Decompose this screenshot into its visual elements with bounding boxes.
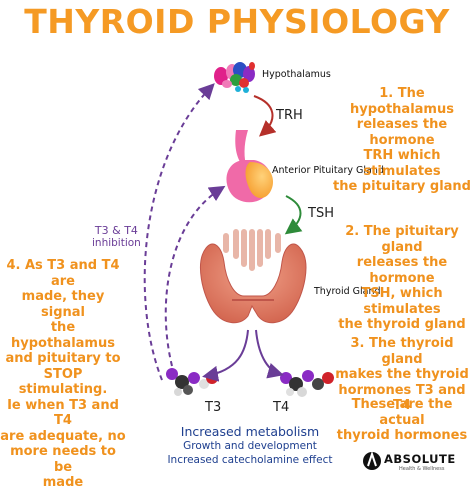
step-4-line: and pituitary to <box>5 351 121 366</box>
step-2-line: TSH, which stimulates <box>361 286 443 317</box>
step-4-line: STOP stimulating. <box>18 366 108 398</box>
inhibition-label: T3 & T4 inhibition <box>92 224 141 250</box>
step-2-line: releases the hormone <box>356 255 448 286</box>
effects-heading: Increased metabolism <box>180 424 320 439</box>
logo-name: ABSOLUTE <box>384 452 456 466</box>
logo-tagline: Health & Wellness <box>399 466 445 472</box>
thyroid-to-t3-arrow <box>202 329 249 382</box>
pituitary-illustration <box>226 130 274 203</box>
step-3b-line: thyroid hormones <box>336 428 468 443</box>
step-4-line: made <box>42 475 84 490</box>
step-1-text: 1. The hypothalamus releases the hormone… <box>330 86 474 195</box>
step-4-text: 4. As T3 and T4 are made, they signal th… <box>0 258 126 491</box>
step-3-text: 3. The thyroid gland makes the thyroid h… <box>334 336 470 414</box>
step-3-line: hormones T3 and T4 <box>338 382 466 414</box>
step-3-line: makes the thyroid <box>335 367 469 382</box>
thyroid-illustration <box>200 229 307 324</box>
hypothalamus-label: Hypothalamus <box>262 69 331 80</box>
t4-molecule <box>280 370 334 397</box>
step-4-line: Ie when T3 and T4 <box>7 397 119 429</box>
inhibition-line-1: T3 & T4 <box>94 224 138 237</box>
t3-molecule <box>166 368 218 396</box>
effects-line-2: Growth and development <box>183 440 317 452</box>
step-2-line: the thyroid gland <box>338 317 466 332</box>
logo-mark-icon <box>363 450 381 470</box>
step-2-text: 2. The pituitary gland releases the horm… <box>330 224 474 333</box>
step-4-line: made, they signal <box>21 289 105 320</box>
thyroid-gland-label: Thyroid Gland <box>314 286 381 297</box>
feedback-arrow-pituitary <box>164 185 226 367</box>
effects-block: Increased metabolism Growth and developm… <box>150 424 350 467</box>
step-3b-line: These are the actual <box>351 397 453 428</box>
step-2-line: 2. The pituitary gland <box>345 224 459 255</box>
trh-arrow <box>253 95 277 137</box>
inhibition-line-2: inhibition <box>92 237 141 249</box>
step-4-line: more needs to be <box>10 444 116 475</box>
step-4-line: the hypothalamus <box>11 320 115 351</box>
page-title: THYROID PHYSIOLOGY <box>24 2 450 41</box>
t3-label: T3 <box>205 400 222 415</box>
hypothalamus-illustration <box>214 62 255 93</box>
effects-line-3: Increased catecholamine effect <box>167 454 333 466</box>
step-4-line: are adequate, no <box>0 428 126 444</box>
step-1-line: releases the hormone <box>356 117 448 148</box>
t4-label: T4 <box>273 400 290 415</box>
step-1-line: 1. The hypothalamus <box>350 86 454 117</box>
tsh-arrow <box>284 195 303 235</box>
step-1-line: TRH which stimulates <box>363 148 441 179</box>
thyroid-to-t4-arrow <box>255 329 284 379</box>
step-3-line: 3. The thyroid gland <box>350 336 454 367</box>
anterior-pituitary-label: Anterior Pituitary Gland <box>272 165 384 176</box>
trh-label: TRH <box>276 108 303 123</box>
step-1-line: the pituitary gland <box>333 179 471 194</box>
feedback-arrow-hypothalamus <box>143 83 215 381</box>
step-3b-text: These are the actual thyroid hormones <box>334 397 470 444</box>
diagram-canvas <box>143 62 381 470</box>
tsh-label: TSH <box>308 206 334 221</box>
step-4-line: 4. As T3 and T4 are <box>6 258 120 289</box>
